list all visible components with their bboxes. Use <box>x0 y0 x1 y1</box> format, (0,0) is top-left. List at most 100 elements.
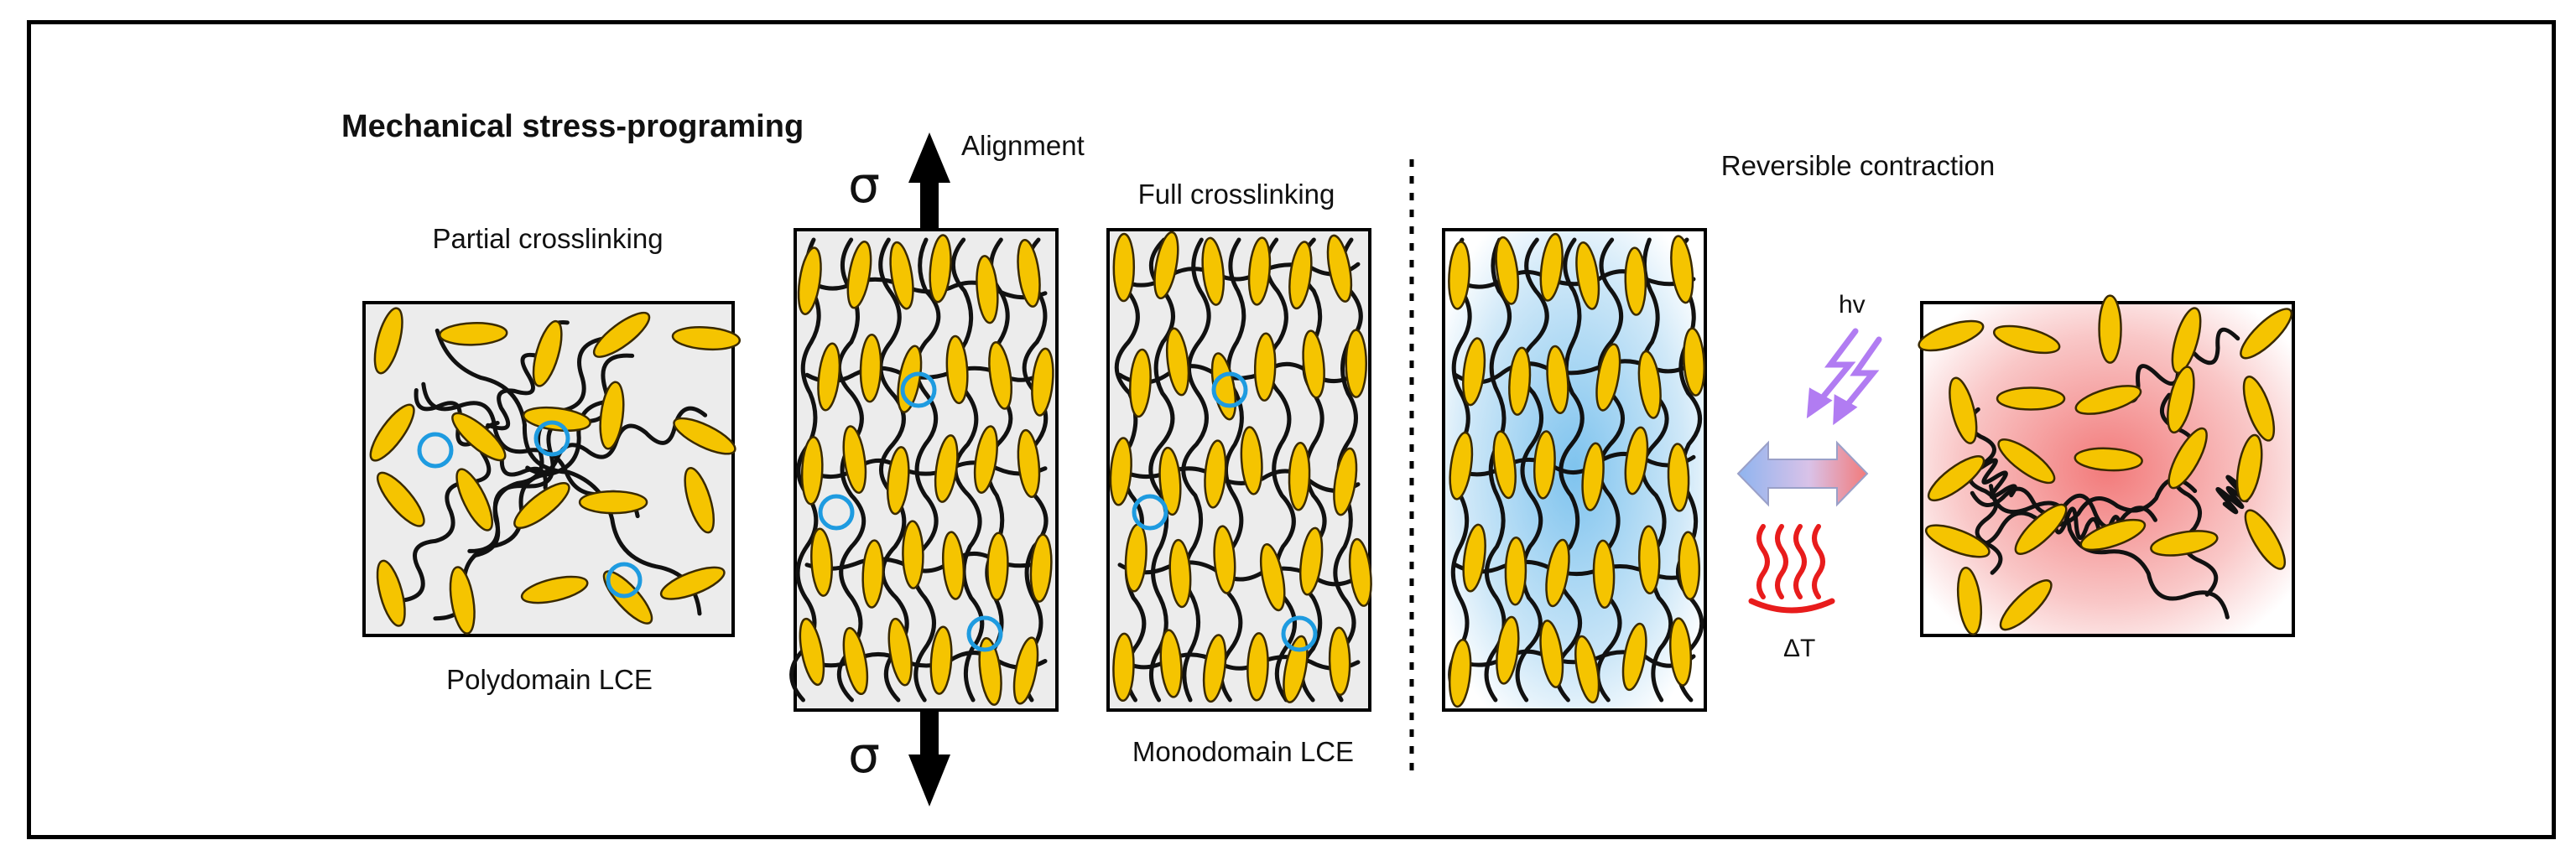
label-reversible-contraction: Reversible contraction <box>1720 150 1996 181</box>
mesogen-icon <box>1581 442 1605 511</box>
mesogen-icon <box>1213 525 1236 594</box>
mesogen-icon <box>2240 308 2293 360</box>
crosslink-ring-icon <box>966 615 1003 652</box>
mesogen-icon <box>2244 509 2287 570</box>
mesogen-icon <box>1449 431 1474 500</box>
panel-stretched-box <box>794 228 1059 712</box>
mesogen-icon <box>513 482 570 529</box>
polymer-chain <box>1970 457 2017 500</box>
mesogen-icon <box>929 625 953 695</box>
mesogen-icon <box>1112 632 1135 703</box>
polymer-chain <box>1989 484 2230 620</box>
crosslink-ring-icon <box>417 432 454 469</box>
crosslink-ring-icon <box>818 494 855 531</box>
mesogen-icon <box>988 341 1013 410</box>
crosslink-ring-icon <box>606 562 643 599</box>
mesogen-icon <box>578 490 648 515</box>
mesogen-icon <box>1539 620 1564 688</box>
polymer-chain <box>1967 407 2003 575</box>
mesogen-icon <box>1240 426 1263 495</box>
mesogen-icon <box>846 241 872 309</box>
mesogen-icon <box>2171 307 2202 374</box>
label-heat: ΔT <box>1783 635 1816 662</box>
mesogen-icon <box>1574 635 1600 704</box>
mesogen-icon <box>1621 622 1647 692</box>
mesogen-icon <box>934 434 959 503</box>
mesogen-icon <box>941 531 965 600</box>
mesogen-icon <box>1017 238 1041 308</box>
panel-polydomain <box>362 301 742 637</box>
mesogen-icon <box>1201 236 1226 306</box>
polymer-chain <box>878 237 909 703</box>
label-alignment: Alignment <box>961 130 1085 161</box>
mesogen-icon <box>1031 347 1054 417</box>
mesogen-icon <box>2074 447 2143 472</box>
polymer-chains <box>1959 327 2249 620</box>
mesogen-icon <box>800 436 824 506</box>
lightning-icon <box>1806 328 1882 426</box>
mesogen-icon <box>520 575 589 604</box>
mesogens <box>1918 294 2293 635</box>
mesogen-icon <box>799 617 825 687</box>
crosslinks <box>1132 371 1318 652</box>
mesogen-icon <box>1012 636 1039 705</box>
mesogen-icon <box>673 417 736 455</box>
mesogen-icon <box>1492 430 1517 500</box>
mesogen-icon <box>978 636 1002 706</box>
mesogen-icon <box>659 566 726 600</box>
mesogen-icon <box>1504 536 1527 606</box>
label-partial-crosslinking: Partial crosslinking <box>432 223 664 254</box>
mesogen-icon <box>2235 433 2263 503</box>
mesogen-icon <box>1683 327 1706 397</box>
mesogen-icon <box>1462 523 1486 593</box>
mesogen-icon <box>2098 294 2122 364</box>
mesogen-icon <box>1448 241 1471 310</box>
mesogen-icon <box>1029 533 1053 603</box>
mesogen-icon <box>376 471 425 527</box>
crosslink-ring-icon <box>1281 615 1318 652</box>
mesogen-icon <box>1246 632 1269 702</box>
mesogen-icon <box>1996 386 2066 411</box>
crosslink-ring-icon <box>1132 494 1168 531</box>
mesogen-icon <box>1546 345 1569 414</box>
mesogen-icon <box>1165 327 1190 397</box>
mesogen-icon <box>1918 319 1985 352</box>
mesogen-icon <box>1328 626 1351 697</box>
mesogen-icon <box>369 403 415 462</box>
mesogen-icon <box>1288 241 1313 310</box>
mesogen-icon <box>1956 566 1983 635</box>
crosslinks <box>417 420 643 599</box>
mesogen-icon <box>2167 427 2208 490</box>
crosslink-ring-icon <box>1211 371 1248 408</box>
mesogen-icon <box>2079 518 2147 552</box>
mesogen-icon <box>1949 376 1978 444</box>
mesogen-icon <box>886 446 910 516</box>
mesogen-icon <box>439 321 508 346</box>
mesogen-icon <box>1017 428 1041 499</box>
mesogen-icon <box>532 319 563 387</box>
mesogen-icon <box>2150 530 2219 557</box>
mesogen-icon <box>455 468 493 532</box>
mesogen-icon <box>1302 329 1325 399</box>
mesogen-icon <box>887 617 913 687</box>
mesogen-icon <box>592 311 651 358</box>
mesogen-icon <box>1992 324 2061 355</box>
mesogen-icon <box>1495 236 1520 305</box>
crosslinks <box>818 371 1003 652</box>
mesogen-icon <box>2014 503 2068 555</box>
mesogen-icon <box>842 626 869 696</box>
polymer-chain <box>911 237 941 703</box>
mesogen-icon <box>1592 539 1616 609</box>
mesogen-icon <box>1496 615 1520 685</box>
mesogen-icon <box>945 334 969 405</box>
mesogen-icon <box>451 412 507 462</box>
mesogen-icon <box>1112 232 1136 303</box>
mesogen-icon <box>599 381 625 450</box>
polymer-chain <box>1959 477 2198 547</box>
mesogen-icon <box>889 241 914 310</box>
mesogen-icon <box>2167 366 2195 434</box>
polymer-chain <box>789 237 821 703</box>
mesogen-icon <box>1670 235 1694 304</box>
mesogen-icon <box>1575 241 1600 310</box>
